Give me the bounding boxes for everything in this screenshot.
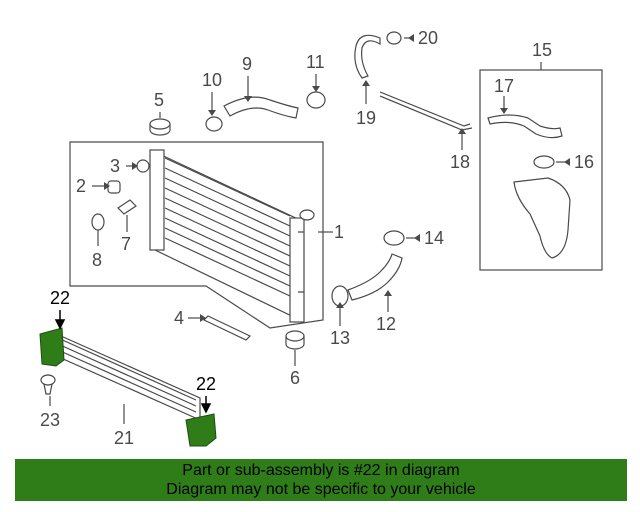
hose-clamp-20 <box>386 31 402 45</box>
callout-15: 15 <box>532 40 552 60</box>
bracket-22-left <box>39 327 65 367</box>
bracket-part-22 <box>39 327 217 447</box>
radiator-parts-diagram: 1 2 3 4 5 6 7 8 9 10 11 12 13 14 15 16 1… <box>39 28 603 448</box>
callout-1: 1 <box>334 222 344 242</box>
reservoir-cap <box>533 155 555 169</box>
hose-clamp-11 <box>306 91 326 109</box>
callout-21: 21 <box>114 428 134 448</box>
washer <box>91 213 105 231</box>
air-guide-shutter <box>51 331 201 421</box>
callout-11: 11 <box>306 52 325 72</box>
callout-9: 9 <box>242 54 252 74</box>
lower-hose <box>347 253 403 301</box>
drain-plug <box>92 180 121 194</box>
radiator-assembly-box <box>69 141 324 329</box>
callout-5: 5 <box>154 90 164 110</box>
banner-line-part: Part or sub-assembly is #22 in diagram <box>182 462 460 479</box>
info-banner: Part or sub-assembly is #22 in diagram D… <box>15 459 627 501</box>
callout-10: 10 <box>202 70 222 90</box>
callout-8: 8 <box>92 250 102 270</box>
callout-16: 16 <box>574 152 594 172</box>
banner-line-disclaimer: Diagram may not be specific to your vehi… <box>166 481 476 498</box>
overflow-hose <box>354 34 381 79</box>
lower-mount <box>285 330 305 366</box>
callout-22-left: 22 <box>50 288 70 308</box>
hose-clamp-10 <box>205 116 223 132</box>
callout-3: 3 <box>110 156 120 176</box>
seal-strip <box>202 315 252 341</box>
callout-13: 13 <box>330 328 350 348</box>
retainer-clip <box>40 374 56 406</box>
bracket-22-right <box>185 413 217 447</box>
hose-clamp-14 <box>383 230 405 246</box>
reservoir-tank <box>513 177 571 259</box>
callout-20: 20 <box>418 28 438 48</box>
callout-22-right: 22 <box>196 374 216 394</box>
callout-2: 2 <box>76 176 86 196</box>
callout-18: 18 <box>450 152 470 172</box>
drain-valve <box>117 199 137 232</box>
reservoir-hose <box>487 114 563 139</box>
callout-6: 6 <box>290 368 300 388</box>
callout-7: 7 <box>121 234 131 254</box>
callout-4: 4 <box>174 308 184 328</box>
upper-hose <box>223 96 299 119</box>
callout-19: 19 <box>356 108 376 128</box>
radiator <box>149 149 315 323</box>
callout-17: 17 <box>494 76 514 96</box>
upper-mount <box>149 112 171 136</box>
callout-12: 12 <box>376 314 396 334</box>
callout-23: 23 <box>40 410 60 430</box>
overflow-tube <box>379 91 473 131</box>
callout-14: 14 <box>424 228 444 248</box>
o-ring <box>136 159 150 173</box>
